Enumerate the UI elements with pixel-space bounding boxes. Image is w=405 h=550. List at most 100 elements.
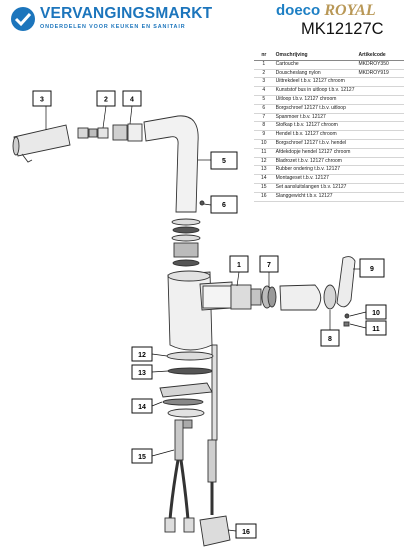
part-11-cap: [343, 321, 350, 327]
svg-text:15: 15: [138, 454, 146, 461]
royal-wordmark: ROYAL: [324, 2, 376, 19]
part-15-connection-hoses: [164, 419, 217, 533]
row-nr: 6: [254, 104, 274, 114]
callout-11: 11: [365, 320, 387, 336]
row-nr: 14: [254, 174, 274, 184]
row-nr: 15: [254, 183, 274, 193]
callout-5: 5: [210, 151, 238, 170]
row-description: Kunststof bus in uitloop t.b.v. 12127: [273, 86, 357, 96]
row-description: Rubber ondering t.b.v. 12127: [273, 165, 357, 176]
row-code: [356, 104, 404, 114]
callout-16: 16: [235, 523, 257, 539]
part-5-spout: [143, 115, 199, 213]
row-code: [356, 148, 404, 158]
col-header-nr: nr: [254, 52, 274, 61]
row-code: [356, 77, 404, 88]
part-3-pullout-head: [12, 124, 71, 163]
washer-stack: [171, 218, 201, 267]
callout-6: 6: [210, 195, 238, 214]
row-code: [356, 130, 404, 140]
callout-9: 9: [359, 258, 385, 278]
row-code: [356, 139, 404, 149]
callout-15: 15: [131, 448, 153, 464]
row-nr: 3: [254, 77, 274, 88]
row-description: Set aansluitslangen t.b.v. 12127: [273, 183, 357, 193]
row-code: [356, 165, 404, 176]
model-number: MK12127C: [301, 20, 384, 38]
doeco-wordmark: doeco: [276, 2, 321, 19]
callout-7: 7: [259, 255, 279, 273]
row-code: [356, 183, 404, 193]
row-description: Douscheslang nylon: [273, 69, 357, 79]
svg-text:8: 8: [328, 336, 332, 343]
row-code: MKDROY350: [356, 60, 404, 70]
col-header-code: Artikelcode: [356, 52, 404, 61]
part-12-rosette: [166, 351, 214, 361]
row-code: MKDROY919: [356, 69, 404, 79]
svg-text:7: 7: [267, 262, 271, 269]
callout-8: 8: [320, 329, 340, 347]
svg-text:1: 1: [237, 262, 241, 269]
svg-text:4: 4: [130, 97, 134, 104]
vervangingsmarkt-logo: [11, 7, 35, 31]
part-1-cartridge: [202, 284, 262, 310]
row-description: Cartouche: [273, 60, 357, 70]
svg-text:6: 6: [222, 202, 226, 209]
row-nr: 5: [254, 95, 274, 105]
row-code: [356, 86, 404, 96]
svg-text:14: 14: [138, 404, 146, 411]
part-16-hose-weight: [199, 515, 231, 547]
svg-text:9: 9: [370, 266, 374, 273]
row-nr: 11: [254, 148, 274, 158]
part-7-locknut: [261, 285, 277, 309]
part-10-handle-screw: [344, 313, 350, 319]
row-description: Slanggewicht t.b.v. 12127: [273, 192, 357, 202]
row-description: Spanmoer t.b.v. 12127: [273, 113, 357, 123]
callout-2: 2: [96, 90, 116, 107]
row-nr: 9: [254, 130, 274, 140]
doeco-royal-logo: doeco ROYAL: [276, 2, 376, 20]
row-description: Afdekdopje hendel 12127 chroom: [273, 148, 357, 158]
svg-text:3: 3: [40, 97, 44, 104]
row-description: Hendel t.b.v. 12127 chroom: [273, 130, 357, 140]
row-code: [356, 157, 404, 167]
svg-text:16: 16: [242, 529, 250, 536]
svg-text:5: 5: [222, 158, 226, 165]
threaded-rod: [211, 344, 218, 441]
part-2-hose-connector: [77, 127, 109, 139]
row-description: Borgschroef 12127 t.b.v. uitloop: [273, 104, 357, 114]
row-nr: 10: [254, 139, 274, 149]
svg-text:10: 10: [372, 310, 380, 317]
part-4-plastic-bush: [112, 123, 143, 142]
row-nr: 12: [254, 157, 274, 167]
row-code: [356, 192, 404, 202]
callout-12: 12: [131, 346, 153, 362]
row-description: Borgschroef 12127 t.b.v. hendel: [273, 139, 357, 149]
svg-text:13: 13: [138, 370, 146, 377]
row-code: [356, 121, 404, 132]
table-header-row: nr Omschrijving Artikelcode: [254, 52, 404, 61]
row-nr: 1: [254, 60, 274, 70]
row-nr: 16: [254, 192, 274, 202]
row-code: [356, 95, 404, 105]
row-description: Uittrekdeel t.b.v. 12127 chroom: [273, 77, 357, 88]
callout-3: 3: [32, 90, 52, 107]
callout-13: 13: [131, 364, 153, 380]
row-description: Bladrozet t.b.v. 12127 chroom: [273, 157, 357, 167]
callout-4: 4: [122, 90, 142, 107]
svg-text:11: 11: [372, 326, 380, 333]
row-nr: 7: [254, 113, 274, 123]
logo-mark-icon: [11, 7, 35, 31]
svg-text:12: 12: [138, 352, 146, 359]
